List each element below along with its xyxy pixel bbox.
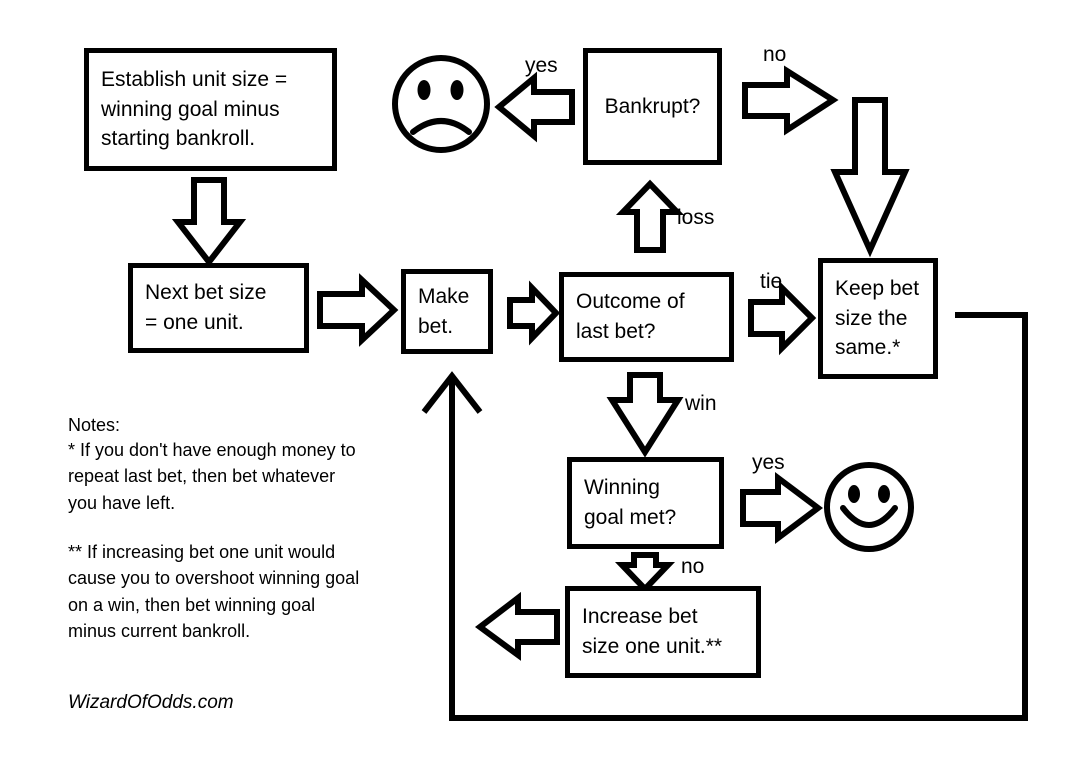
node-winning-goal-met[interactable]: Winning goal met? [567, 457, 724, 549]
node-winning-goal-met-text: Winning goal met? [584, 476, 677, 529]
sad-face-icon [392, 55, 490, 153]
notes-item-two: ** If increasing bet one unit would caus… [68, 542, 360, 642]
arrow-increase-bet-to-left [474, 591, 560, 661]
notes-heading: Notes: [68, 415, 121, 435]
edge-label-outcome-loss: loss [677, 206, 715, 229]
node-keep-bet-size-text: Keep bet size the same.* [835, 276, 920, 360]
node-bankrupt[interactable]: Bankrupt? [583, 48, 722, 165]
node-next-bet-size-text: Next bet size = one unit. [145, 281, 267, 334]
feedback-loop-connector [421, 312, 1028, 721]
arrow-winning-goal-to-smiley [740, 472, 823, 544]
arrow-outcome-to-winning-goal [606, 372, 684, 458]
node-increase-bet-size[interactable]: Increase bet size one unit.** [565, 586, 761, 678]
node-bankrupt-text: Bankrupt? [604, 94, 701, 118]
edge-label-bankrupt-no: no [763, 43, 787, 66]
edge-label-goal-no: no [681, 555, 705, 578]
arrow-establish-to-next-bet [171, 177, 247, 267]
arrow-bankrupt-no-right [742, 65, 839, 136]
arrow-bankrupt-to-sad-face [494, 71, 575, 143]
arrow-down-to-keep-bet [830, 97, 910, 258]
edge-label-outcome-win: win [685, 392, 717, 415]
node-outcome-of-last-bet[interactable]: Outcome of last bet? [559, 272, 734, 362]
arrow-winning-goal-to-increase-bet [614, 552, 676, 594]
node-make-bet-text: Make bet. [418, 284, 470, 338]
arrow-make-bet-to-outcome [507, 280, 561, 346]
node-establish-unit-size-text: Establish unit size = winning goal minus… [101, 67, 288, 151]
smiley-face-icon [824, 462, 914, 552]
arrow-outcome-to-bankrupt [615, 179, 685, 253]
arrow-outcome-to-keep-bet [748, 280, 817, 356]
node-next-bet-size[interactable]: Next bet size = one unit. [128, 263, 309, 353]
node-outcome-of-last-bet-text: Outcome of last bet? [576, 290, 685, 343]
node-establish-unit-size[interactable]: Establish unit size = winning goal minus… [84, 48, 337, 171]
arrow-next-bet-to-make-bet [317, 273, 399, 347]
node-keep-bet-size[interactable]: Keep bet size the same.* [818, 258, 938, 379]
notes-item-one: * If you don't have enough money to repe… [68, 440, 356, 513]
node-make-bet[interactable]: Make bet. [401, 269, 493, 354]
edge-label-outcome-tie: tie [760, 270, 783, 293]
node-increase-bet-size-text: Increase bet size one unit.** [582, 605, 723, 658]
edge-label-goal-yes: yes [752, 451, 785, 474]
watermark-attribution: WizardOfOdds.com [68, 692, 234, 713]
edge-label-bankrupt-yes: yes [525, 54, 558, 77]
